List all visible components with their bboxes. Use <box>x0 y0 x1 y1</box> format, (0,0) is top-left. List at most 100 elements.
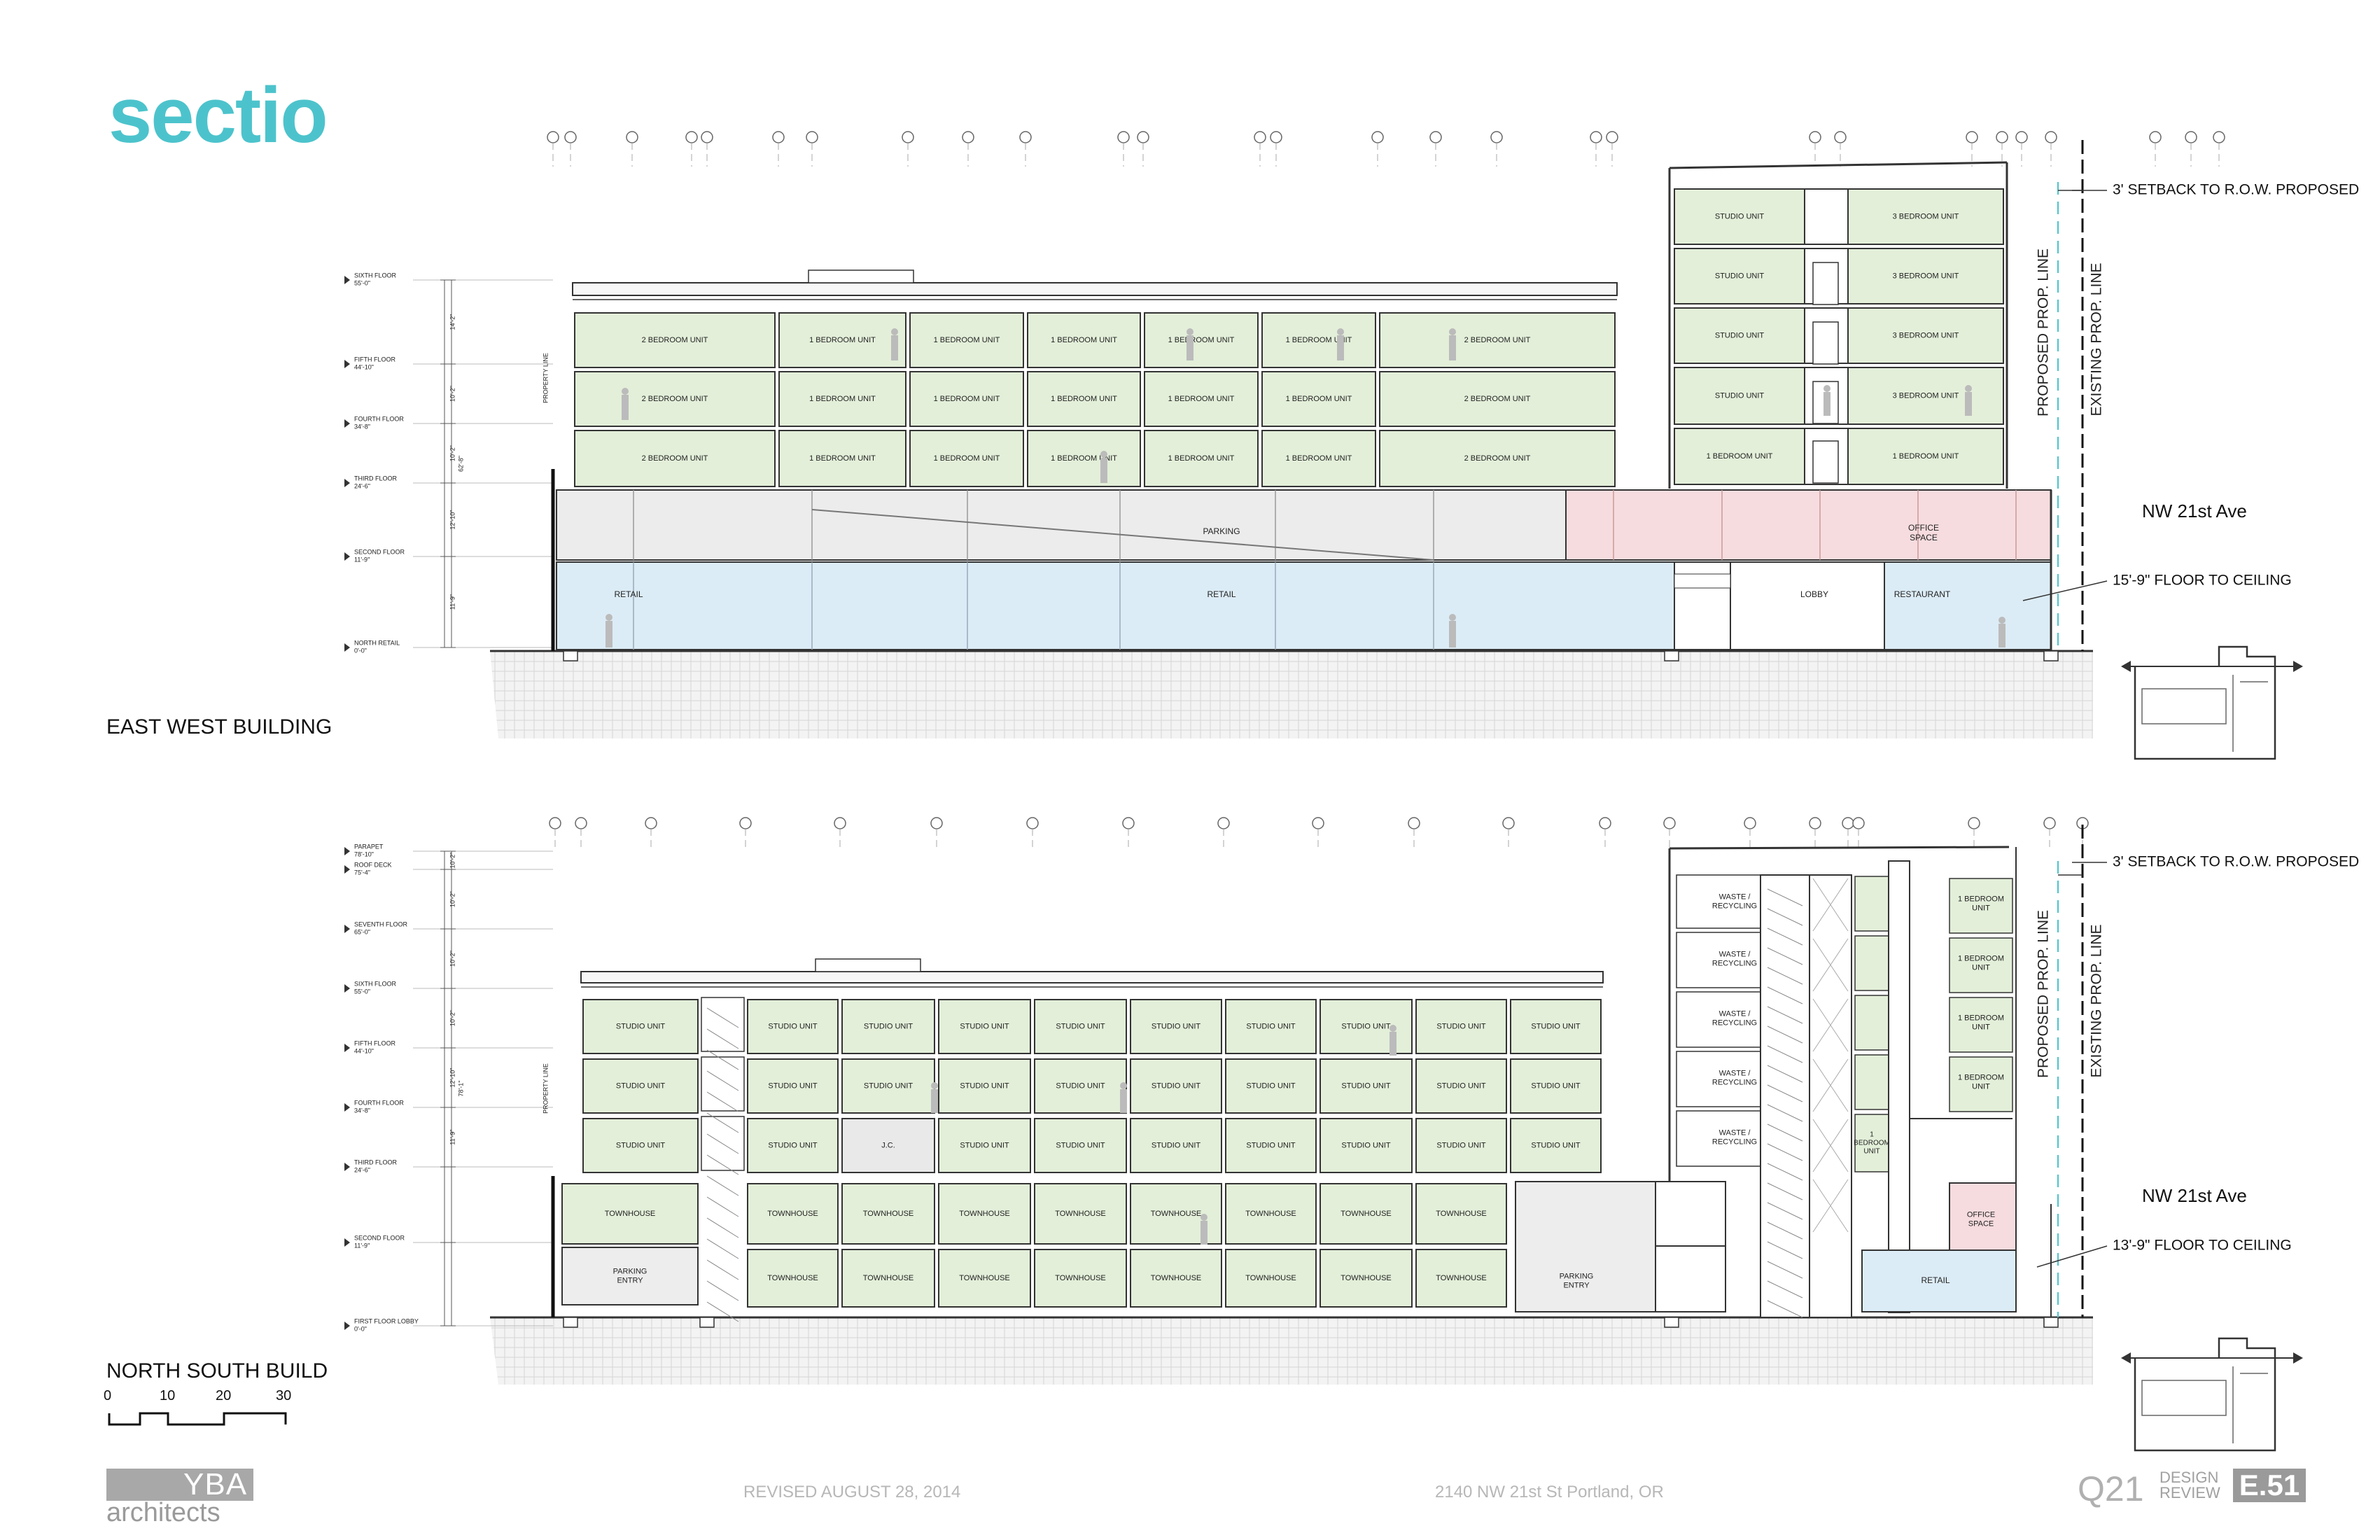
waste-room-label: WASTE / <box>1719 1128 1751 1137</box>
scale-bar-graphic <box>108 1412 287 1426</box>
project-name: Q21 <box>2078 1469 2144 1508</box>
key-plan-courtyard <box>2141 1380 2227 1416</box>
stair-flight <box>1767 927 1803 946</box>
unit-label: 3 BEDROOM UNIT <box>1893 331 1959 340</box>
waste-room-label: WASTE / <box>1719 892 1751 901</box>
unit-cell <box>1261 312 1376 368</box>
townhouse-label: TOWNHOUSE <box>1436 1274 1487 1282</box>
townhouse-cell <box>747 1249 839 1308</box>
unit-label: 3 BEDROOM UNIT <box>1893 212 1959 220</box>
unit-cell <box>1320 1118 1413 1173</box>
unit-cell <box>938 999 1031 1054</box>
stair-core <box>701 1056 745 1112</box>
key-plan-arrow-icon <box>2121 1352 2131 1364</box>
unit-cell <box>1379 312 1616 368</box>
unit-cell <box>1320 999 1413 1054</box>
waste-room-label: RECYCLING <box>1712 959 1757 967</box>
scale-bar: 0 10 20 30 <box>104 1388 342 1430</box>
firm-logo-text: YBA <box>183 1467 248 1502</box>
property-line-label: PROPERTY LINE <box>542 1063 549 1114</box>
grid-bubble <box>575 817 587 830</box>
restaurant-label: RESTAURANT <box>1894 589 1951 599</box>
unit-cell <box>1144 371 1259 427</box>
unit-label: BEDROOM <box>1854 1140 1890 1147</box>
human-figure <box>1390 1025 1396 1056</box>
human-figure <box>931 1082 938 1113</box>
level-name: SIXTH FLOOR <box>354 272 397 279</box>
level-marker-icon <box>344 1163 350 1171</box>
stair-flight <box>1767 1163 1803 1181</box>
unit-cell <box>1510 1058 1602 1114</box>
figure-body <box>891 335 898 360</box>
level-elevation: 34'-8" <box>354 423 370 430</box>
level-name: SIXTH FLOOR <box>354 980 397 987</box>
level-elevation: 24'-6" <box>354 482 370 489</box>
dimension-label: 10'-2" <box>449 891 456 907</box>
setback-note: 3' SETBACK TO R.O.W. PROPOSED <box>2113 854 2359 870</box>
grid-bubble <box>1137 131 1149 144</box>
grid-bubble <box>806 131 818 144</box>
unit-label: 1 BEDROOM UNIT <box>1168 336 1235 344</box>
figure-body <box>1965 392 1972 416</box>
unit-label: 1 BEDROOM <box>1958 1014 2004 1022</box>
dimension-label: 10'-2" <box>449 386 456 402</box>
elevator-cab-icon <box>1812 998 1849 1052</box>
grid-bubble <box>1254 131 1266 144</box>
elevator-cab-icon <box>1812 1119 1849 1172</box>
unit-label: STUDIO UNIT <box>1531 1022 1581 1030</box>
level-name: FOURTH FLOOR <box>354 415 404 422</box>
human-figure <box>1337 328 1344 360</box>
parking-entry-label: PARKING <box>613 1267 648 1275</box>
figure-head <box>1449 614 1456 621</box>
grid-bubble <box>2015 131 2028 144</box>
level-elevation: 75'-4" <box>354 869 370 876</box>
unit-label: STUDIO UNIT <box>1152 1082 1201 1090</box>
unit-cell <box>1144 430 1259 487</box>
unit-label: 1 BEDROOM UNIT <box>934 336 1000 344</box>
stair-flight <box>1767 888 1803 906</box>
unit-label: 3 BEDROOM UNIT <box>1893 272 1959 280</box>
parking-label: PARKING <box>1203 526 1240 536</box>
level-marker-icon <box>344 865 350 874</box>
sheet-title: sectio <box>108 71 328 159</box>
unit-label: STUDIO UNIT <box>1531 1141 1581 1149</box>
unit-label: STUDIO UNIT <box>1715 331 1765 340</box>
figure-head <box>1965 385 1972 392</box>
waste-room-label: WASTE / <box>1719 1009 1751 1018</box>
unit-cell <box>1261 371 1376 427</box>
footing <box>563 1317 578 1328</box>
unit-cell <box>1847 307 2004 364</box>
grid-bubble <box>1019 131 1032 144</box>
grid-bubble <box>930 817 943 830</box>
unit-cell <box>1379 430 1616 487</box>
elevator-cab-icon <box>1812 938 1849 992</box>
unit-label: 1 BEDROOM UNIT <box>1168 454 1235 463</box>
key-plan-outline <box>2134 1337 2276 1452</box>
grid-bubble <box>645 817 657 830</box>
level-name: FIFTH FLOOR <box>354 1040 396 1046</box>
unit-cell <box>938 1118 1031 1173</box>
janitor-closet-label: J.C. <box>881 1141 895 1149</box>
level-marker-icon <box>344 1103 350 1112</box>
unit-cell <box>1261 430 1376 487</box>
unit-cell <box>1225 999 1317 1054</box>
unit-label: STUDIO UNIT <box>768 1141 818 1149</box>
waste-room <box>1676 874 1761 929</box>
elevator-door <box>1812 440 1839 484</box>
scale-label: 20 <box>216 1388 232 1404</box>
stair-flight <box>1767 1065 1803 1083</box>
unit-cell <box>1949 878 2013 934</box>
stair-flight <box>706 1196 739 1217</box>
parking-ramp <box>811 509 1434 561</box>
level-elevation: 55'-0" <box>354 988 370 995</box>
level-marker-icon <box>344 479 350 487</box>
grid-bubble <box>1117 131 1130 144</box>
stair-flight <box>706 1301 739 1322</box>
office-label: SPACE <box>1910 533 1938 542</box>
human-figure <box>1100 451 1107 483</box>
human-figure <box>1449 614 1456 648</box>
unit-label: 1 BEDROOM <box>1958 1073 2004 1082</box>
rooftop-penthouse <box>808 270 914 284</box>
unit-cell <box>1415 1118 1507 1173</box>
human-figure <box>1965 385 1972 416</box>
